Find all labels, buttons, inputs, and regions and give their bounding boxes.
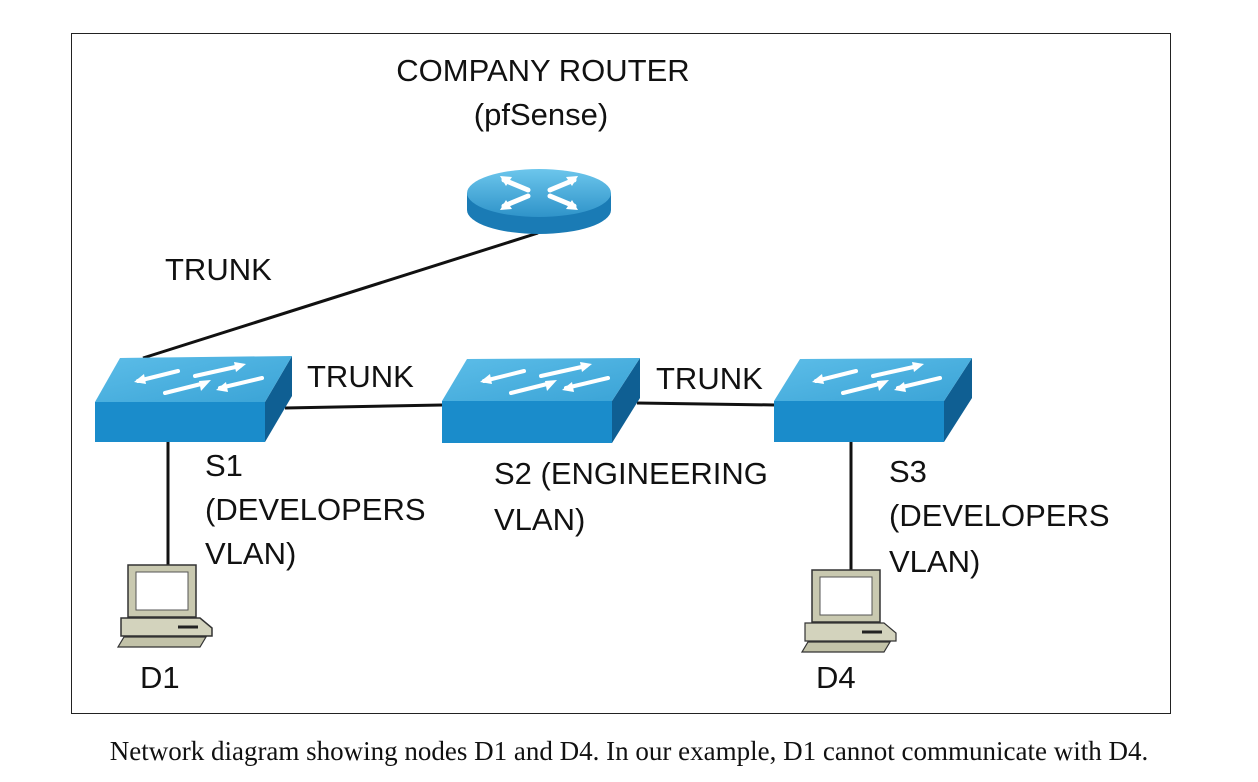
router-subtitle: (pfSense) xyxy=(474,97,608,132)
switch-s2-label-line1: S2 (ENGINEERING xyxy=(494,456,768,491)
pc-d1-icon xyxy=(116,564,213,648)
pc-d4-icon xyxy=(800,569,897,653)
link-s2-s3 xyxy=(636,401,776,407)
switch-s1-label-line1: S1 xyxy=(205,448,243,483)
switch-s3-label-line1: S3 xyxy=(889,454,927,489)
switch-s1-icon xyxy=(95,356,292,442)
link-s1-s2 xyxy=(284,403,443,410)
switch-s3-label-line2: (DEVELOPERS xyxy=(889,498,1110,533)
router-title: COMPANY ROUTER xyxy=(396,53,689,88)
switch-s2-icon xyxy=(442,358,640,443)
switch-s3-label-line3: VLAN) xyxy=(889,544,980,579)
link-label-s2-s3: TRUNK xyxy=(656,361,763,396)
router-icon xyxy=(467,169,611,234)
link-router-s1 xyxy=(142,231,539,360)
switch-s2-label-line2: VLAN) xyxy=(494,502,585,537)
switch-s3-icon xyxy=(774,358,972,442)
figure-caption: Network diagram showing nodes D1 and D4.… xyxy=(109,736,1149,766)
link-label-s1-s2: TRUNK xyxy=(307,359,414,394)
switch-s1-label-line2: (DEVELOPERS xyxy=(205,492,426,527)
device-d1-label: D1 xyxy=(140,660,180,695)
switch-s1-label-line3: VLAN) xyxy=(205,536,296,571)
device-d4-label: D4 xyxy=(816,660,856,695)
link-label-router-s1: TRUNK xyxy=(165,252,272,287)
